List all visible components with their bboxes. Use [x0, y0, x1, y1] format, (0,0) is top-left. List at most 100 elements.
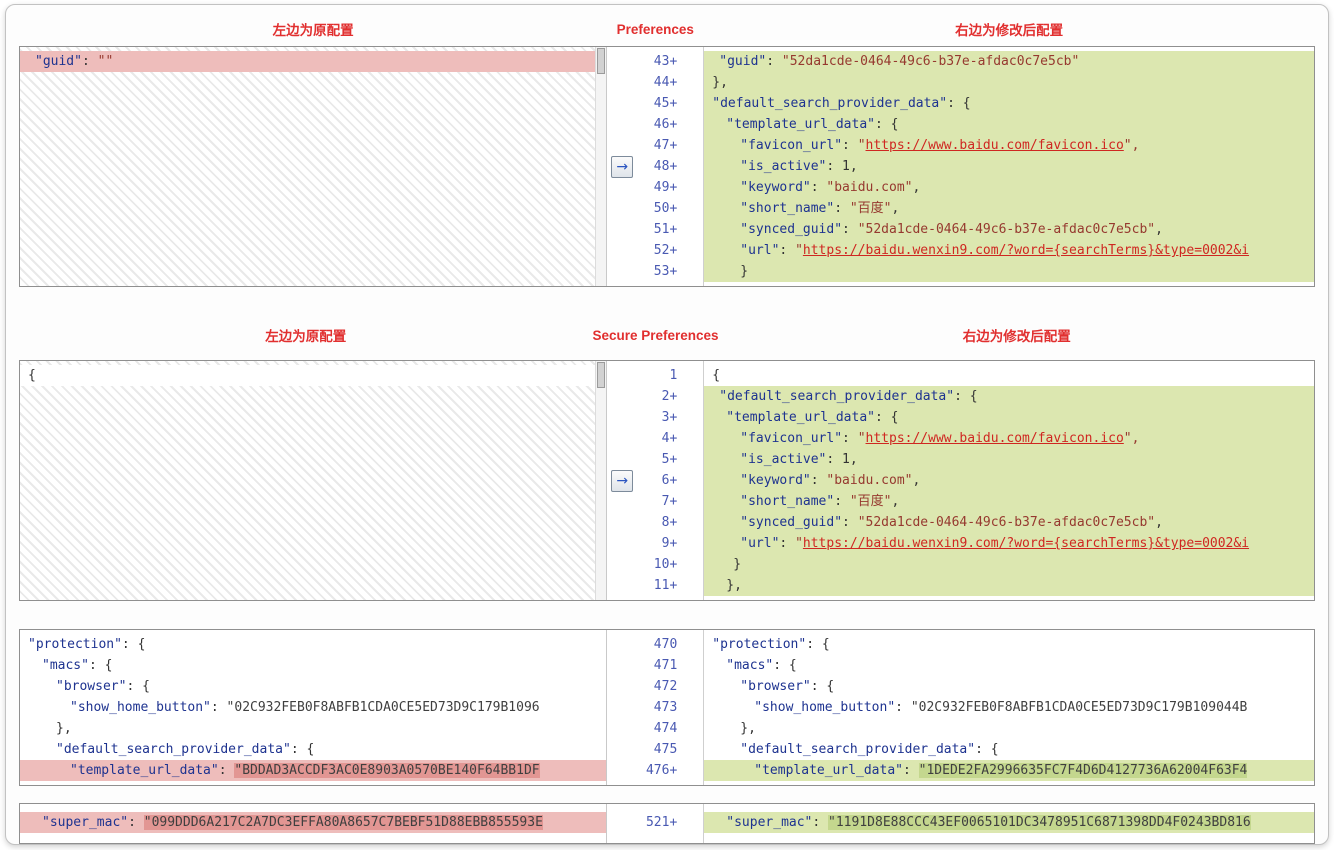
punctuation: : { [975, 742, 999, 757]
code-line: "keyword": "baidu.com", [704, 177, 1314, 198]
punctuation: : [842, 515, 858, 530]
line-number: 45+ [653, 96, 678, 111]
line-number: 7+ [661, 494, 678, 509]
code-line: "is_active": 1, [704, 156, 1314, 177]
json-key: "template_url_data" [726, 410, 875, 425]
json-key: "super_mac" [726, 815, 813, 830]
punctuation: : { [806, 637, 830, 652]
punctuation: { [712, 368, 721, 383]
punctuation: : [842, 138, 858, 153]
url-link[interactable]: https://www.baidu.com/favicon.ico [865, 138, 1124, 153]
punctuation: : { [947, 96, 971, 111]
json-key: "macs" [42, 658, 89, 673]
line-number: 53+ [653, 264, 678, 279]
code-line: "short_name": "百度", [704, 491, 1314, 512]
json-key: "synced_guid" [740, 222, 843, 237]
line-number: 2+ [661, 389, 678, 404]
line-number: 43+ [653, 54, 678, 69]
scrollbar-thumb[interactable] [597, 48, 606, 74]
vertical-scrollbar[interactable] [595, 47, 607, 286]
code-line: "macs": { [704, 655, 1314, 676]
code-line: "favicon_url": "https://www.baidu.com/fa… [704, 428, 1314, 449]
punctuation: : [779, 536, 796, 551]
punctuation: : [826, 452, 843, 467]
code-line: "default_search_provider_data": { [704, 93, 1314, 114]
code-line: "synced_guid": "52da1cde-0464-49c6-b37e-… [704, 219, 1314, 240]
hash-string: "02C932FEB0F8ABFB1CDA0CE5ED73D9C179B1090… [910, 700, 1248, 715]
line-number: 521+ [645, 815, 678, 830]
line-number: 51+ [653, 222, 678, 237]
json-string: "52da1cde-0464-49c6-b37e-afdac0c7e5cb" [857, 515, 1156, 530]
line-number: 8+ [661, 515, 678, 530]
merge-right-arrow-button[interactable]: → [611, 155, 634, 178]
punctuation: }, [712, 75, 728, 90]
json-key: "browser" [56, 679, 127, 694]
json-key: "is_active" [740, 159, 827, 174]
original-code-pane[interactable]: "guid": "" [20, 47, 608, 286]
line-number: 49+ [653, 180, 678, 195]
punctuation: , [849, 452, 858, 467]
json-string: "baidu.com" [826, 473, 913, 488]
line-number: 11+ [653, 578, 678, 593]
original-code-pane[interactable]: "protection": {"macs": {"browser": {"sho… [20, 630, 608, 785]
json-key: "show_home_button" [754, 700, 896, 715]
line-number: 470 [653, 637, 678, 652]
code-line: } [704, 261, 1314, 282]
diff-panel-super-mac: "super_mac": "099DDD6A217C2A7DC3EFFA80A8… [19, 803, 1315, 844]
json-string: "52da1cde-0464-49c6-b37e-afdac0c7e5cb" [857, 222, 1156, 237]
code-line: "template_url_data": "BDDAD3ACCDF3AC0E89… [20, 760, 607, 781]
punctuation: : { [875, 410, 899, 425]
json-key: "protection" [28, 637, 122, 652]
url-link[interactable]: https://www.baidu.com/favicon.ico [865, 431, 1124, 446]
line-number: 46+ [653, 117, 678, 132]
json-key: "browser" [740, 679, 811, 694]
punctuation: : [810, 180, 827, 195]
code-line: "super_mac": "099DDD6A217C2A7DC3EFFA80A8… [20, 812, 607, 833]
json-key: "keyword" [740, 473, 811, 488]
original-code-pane[interactable]: { [20, 361, 608, 600]
json-key: "url" [740, 243, 780, 258]
modified-code-pane[interactable]: {"default_search_provider_data": {"templ… [703, 361, 1314, 600]
line-number: 6+ [661, 473, 678, 488]
section-secure-preferences: 左边为原配置 Secure Preferences 右边为修改后配置 { → 1… [19, 325, 1315, 601]
punctuation: : [810, 473, 827, 488]
code-line: "show_home_button": "02C932FEB0F8ABFB1CD… [20, 697, 607, 718]
code-line: "protection": { [20, 634, 607, 655]
original-code-pane[interactable]: "super_mac": "099DDD6A217C2A7DC3EFFA80A8… [20, 804, 608, 843]
url-link[interactable]: https://baidu.wenxin9.com/?word={searchT… [802, 243, 1250, 258]
diff-report-frame: 左边为原配置 Preferences 右边为修改后配置 "guid": "" →… [5, 4, 1329, 845]
modified-code-pane[interactable]: "guid": "52da1cde-0464-49c6-b37e-afdac0c… [703, 47, 1314, 286]
punctuation: : [766, 54, 782, 69]
punctuation: , [1155, 515, 1163, 530]
modified-code-pane[interactable]: "super_mac": "1191D8E88CCC43EF0065101DC3… [703, 804, 1314, 843]
merge-right-arrow-button[interactable]: → [611, 469, 634, 492]
line-number: 10+ [653, 557, 678, 572]
scrollbar-thumb[interactable] [597, 362, 606, 388]
line-number: 9+ [661, 536, 678, 551]
punctuation: { [28, 368, 36, 383]
line-number: 4+ [661, 431, 678, 446]
punctuation: : { [810, 679, 835, 694]
code-line: "default_search_provider_data": { [20, 739, 607, 760]
url-link[interactable]: https://baidu.wenxin9.com/?word={searchT… [802, 536, 1250, 551]
punctuation: : { [290, 742, 315, 757]
vertical-scrollbar[interactable] [595, 361, 607, 600]
punctuation: : [895, 700, 911, 715]
code-line: }, [20, 718, 607, 739]
punctuation: : { [126, 679, 150, 694]
secure-preferences-header-row: 左边为原配置 Secure Preferences 右边为修改后配置 [19, 325, 1315, 345]
punctuation: }, [726, 578, 742, 593]
line-number-gutter: → 43+44+45+46+47+48+49+50+51+52+53+ [607, 47, 704, 286]
modified-code-pane[interactable]: "protection": {"macs": {"browser": {"sho… [703, 630, 1314, 785]
json-string: " [795, 536, 803, 551]
json-number: 1 [842, 452, 850, 467]
code-line: "macs": { [20, 655, 607, 676]
hash-string: "099DDD6A217C2A7DC3EFFA80A8657C7BEBF51D8… [143, 815, 543, 830]
punctuation: : [812, 815, 829, 830]
code-line: "super_mac": "1191D8E88CCC43EF0065101DC3… [704, 812, 1314, 833]
line-number: 50+ [653, 201, 678, 216]
hash-string: "BDDAD3ACCDF3AC0E8903A0570BE140F64BB1DF [234, 763, 540, 778]
code-line: "url": "https://baidu.wenxin9.com/?word=… [704, 533, 1314, 554]
left-original-label: 左边为原配置 [272, 23, 354, 38]
json-key: "default_search_provider_data" [56, 742, 291, 757]
